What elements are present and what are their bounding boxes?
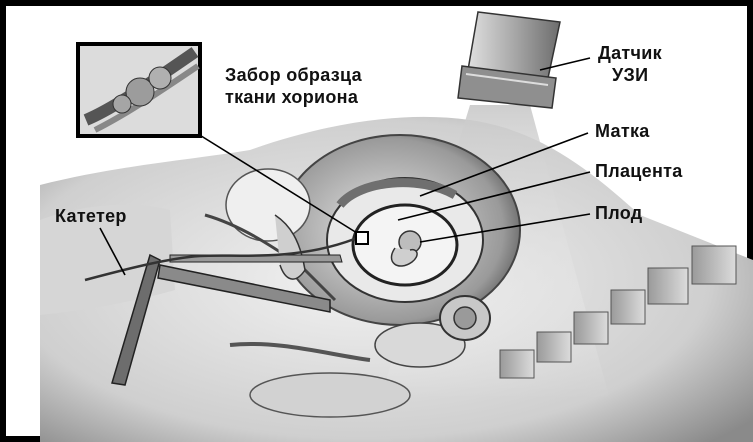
probe-label: Датчик УЗИ — [598, 42, 662, 86]
bladder-shape — [226, 169, 310, 241]
uterus-label: Матка — [595, 120, 650, 142]
probe-label-line1: Датчик — [598, 42, 662, 64]
catheter-label: Катетер — [55, 205, 127, 227]
placenta-label: Плацента — [595, 160, 683, 182]
inset-magnified-view — [78, 44, 200, 136]
sampling-label: Забор образца ткани хориона — [225, 64, 362, 108]
probe-label-line2: УЗИ — [598, 64, 662, 86]
sampling-site-marker — [356, 232, 368, 244]
sampling-label-line1: Забор образца — [225, 64, 362, 86]
sampling-label-line2: ткани хориона — [225, 86, 362, 108]
fetus-label: Плод — [595, 202, 643, 224]
